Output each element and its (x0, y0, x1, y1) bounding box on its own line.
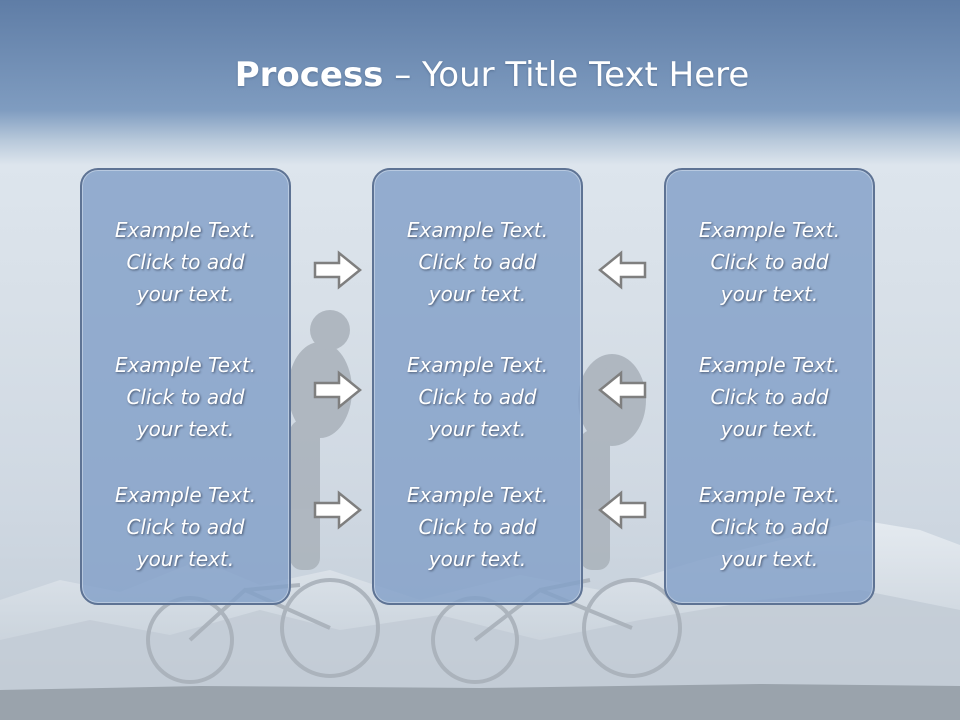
text-line: Example Text. (114, 218, 257, 242)
text-line: Click to add (710, 515, 829, 539)
arrow-right-icon[interactable] (313, 250, 363, 290)
text-line: Click to add (126, 515, 245, 539)
text-line: your text. (428, 547, 527, 571)
box-text[interactable]: Example Text. Click to add your text. (82, 349, 289, 445)
text-line: Click to add (418, 250, 537, 274)
text-line: your text. (136, 282, 235, 306)
text-line: Example Text. (698, 218, 841, 242)
box-text[interactable]: Example Text. Click to add your text. (374, 349, 581, 445)
process-box-right[interactable]: Example Text. Click to add your text. Ex… (664, 168, 875, 605)
text-line: your text. (720, 282, 819, 306)
box-text[interactable]: Example Text. Click to add your text. (82, 479, 289, 575)
biker-left-body (288, 310, 352, 570)
text-line: Example Text. (698, 353, 841, 377)
text-line: Example Text. (406, 218, 549, 242)
box-text[interactable]: Example Text. Click to add your text. (666, 349, 873, 445)
text-line: Click to add (710, 385, 829, 409)
text-line: Click to add (126, 250, 245, 274)
text-line: your text. (428, 282, 527, 306)
text-line: your text. (136, 547, 235, 571)
arrow-left-icon[interactable] (597, 250, 647, 290)
ground (0, 684, 960, 720)
text-line: Example Text. (698, 483, 841, 507)
arrow-right-icon[interactable] (313, 490, 363, 530)
text-line: your text. (428, 417, 527, 441)
text-line: your text. (720, 417, 819, 441)
arrow-left-icon[interactable] (597, 370, 647, 410)
box-text[interactable]: Example Text. Click to add your text. (374, 214, 581, 310)
text-line: Example Text. (114, 483, 257, 507)
box-text[interactable]: Example Text. Click to add your text. (666, 479, 873, 575)
text-line: your text. (136, 417, 235, 441)
text-line: Example Text. (114, 353, 257, 377)
text-line: Click to add (126, 385, 245, 409)
text-line: Example Text. (406, 483, 549, 507)
process-box-center[interactable]: Example Text. Click to add your text. Ex… (372, 168, 583, 605)
text-line: Click to add (710, 250, 829, 274)
title-bold: Process (234, 55, 384, 95)
text-line: Click to add (418, 385, 537, 409)
box-text[interactable]: Example Text. Click to add your text. (82, 214, 289, 310)
arrow-right-icon[interactable] (313, 370, 363, 410)
box-text[interactable]: Example Text. Click to add your text. (666, 214, 873, 310)
slide-title[interactable]: Process – Your Title Text Here (0, 52, 960, 98)
box-text[interactable]: Example Text. Click to add your text. (374, 479, 581, 575)
process-box-left[interactable]: Example Text. Click to add your text. Ex… (80, 168, 291, 605)
text-line: Example Text. (406, 353, 549, 377)
text-line: Click to add (418, 515, 537, 539)
text-line: your text. (720, 547, 819, 571)
title-rest: – Your Title Text Here (383, 55, 750, 95)
arrow-left-icon[interactable] (597, 490, 647, 530)
